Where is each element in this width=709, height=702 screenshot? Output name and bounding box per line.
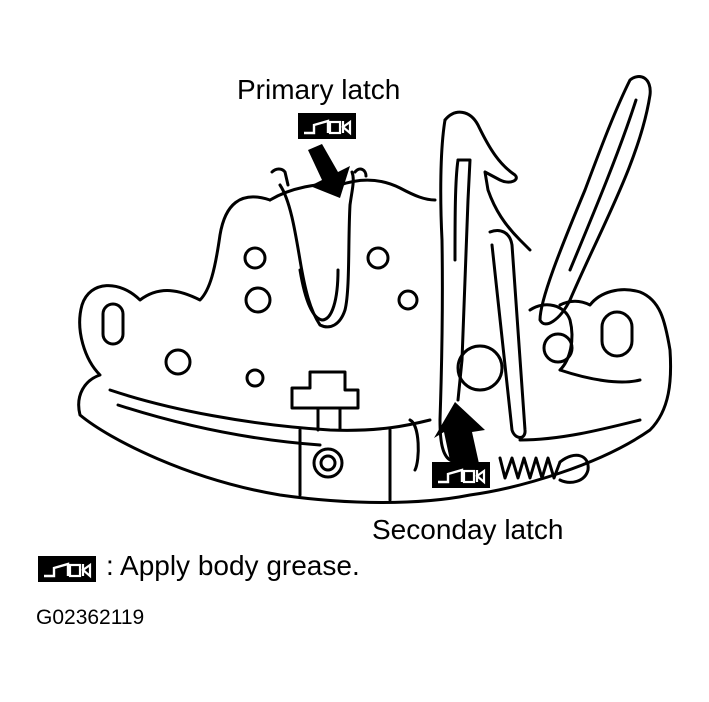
legend-text: : Apply body grease. [106, 550, 360, 581]
grease-icon-legend [36, 554, 98, 584]
grease-icon-secondary [430, 460, 492, 490]
grease-icon-primary [296, 111, 358, 141]
arrow-primary [308, 144, 350, 198]
figure-id: G02362119 [36, 606, 145, 629]
latch-assembly [77, 75, 673, 504]
arrow-secondary [434, 402, 485, 470]
primary-latch-label: Primary latch [237, 74, 401, 105]
secondary-latch-label: Seconday latch [372, 514, 564, 545]
